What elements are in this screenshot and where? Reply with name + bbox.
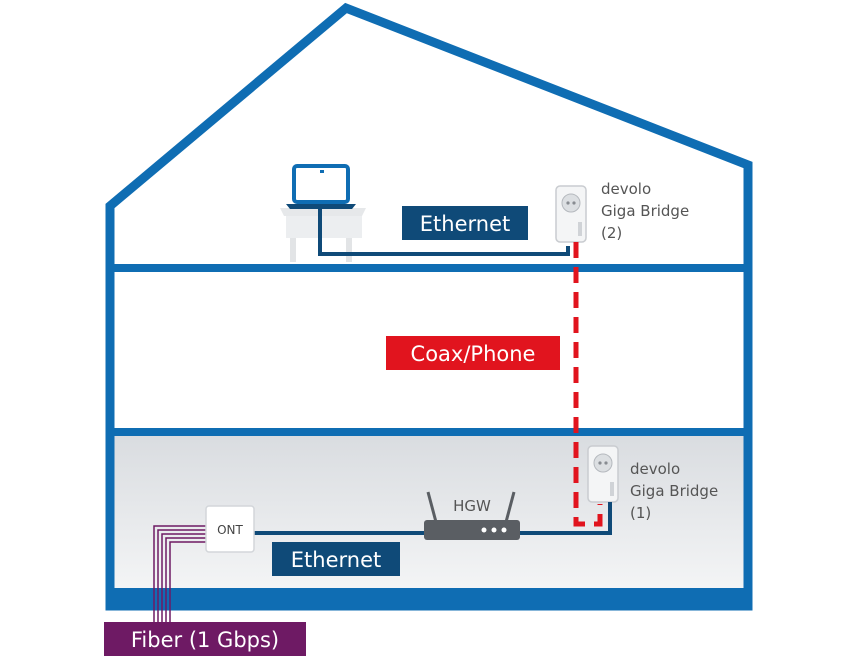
giga-bridge-1-caption-line: Giga Bridge: [630, 482, 718, 500]
ont-box: [205, 505, 255, 553]
giga-bridge-1-caption-line: (1): [630, 504, 651, 522]
ethernet-lower-tag: [272, 542, 400, 576]
ethernet-upper-label: Ethernet: [420, 212, 510, 236]
laptop-icon: [286, 164, 356, 209]
floor-divider-upper: [110, 264, 748, 272]
giga-bridge-2-caption: devolo Giga Bridge (2): [601, 180, 694, 242]
coax-phone-label: Coax/Phone: [411, 342, 536, 366]
ont-label: ONT: [217, 523, 243, 537]
giga-bridge-2-caption-line: devolo: [601, 180, 651, 198]
giga-bridge-2-icon: [555, 185, 587, 243]
giga-bridge-1-caption-line: devolo: [630, 460, 680, 478]
coax-phone-line: [573, 242, 603, 527]
giga-bridge-1-icon: [587, 445, 619, 503]
house-ground-line: [106, 588, 752, 608]
coax-phone-tag: [386, 336, 560, 370]
desk-icon: [280, 208, 366, 262]
giga-bridge-2-caption-line: (2): [601, 224, 622, 242]
ethernet-upper-tag: [402, 206, 528, 240]
ethernet-cable-lower: [254, 502, 612, 535]
ethernet-cable-upper: [318, 209, 570, 256]
giga-bridge-1-caption: devolo Giga Bridge (1): [630, 460, 723, 522]
floor-divider-lower: [110, 428, 748, 436]
fiber-tag: [104, 622, 306, 656]
fiber-cable: [153, 525, 206, 630]
giga-bridge-2-caption-line: Giga Bridge: [601, 202, 689, 220]
ethernet-lower-label: Ethernet: [291, 548, 381, 572]
fiber-label: Fiber (1 Gbps): [131, 628, 279, 652]
hgw-label: HGW: [453, 497, 491, 515]
hgw-router-icon: [424, 491, 520, 540]
